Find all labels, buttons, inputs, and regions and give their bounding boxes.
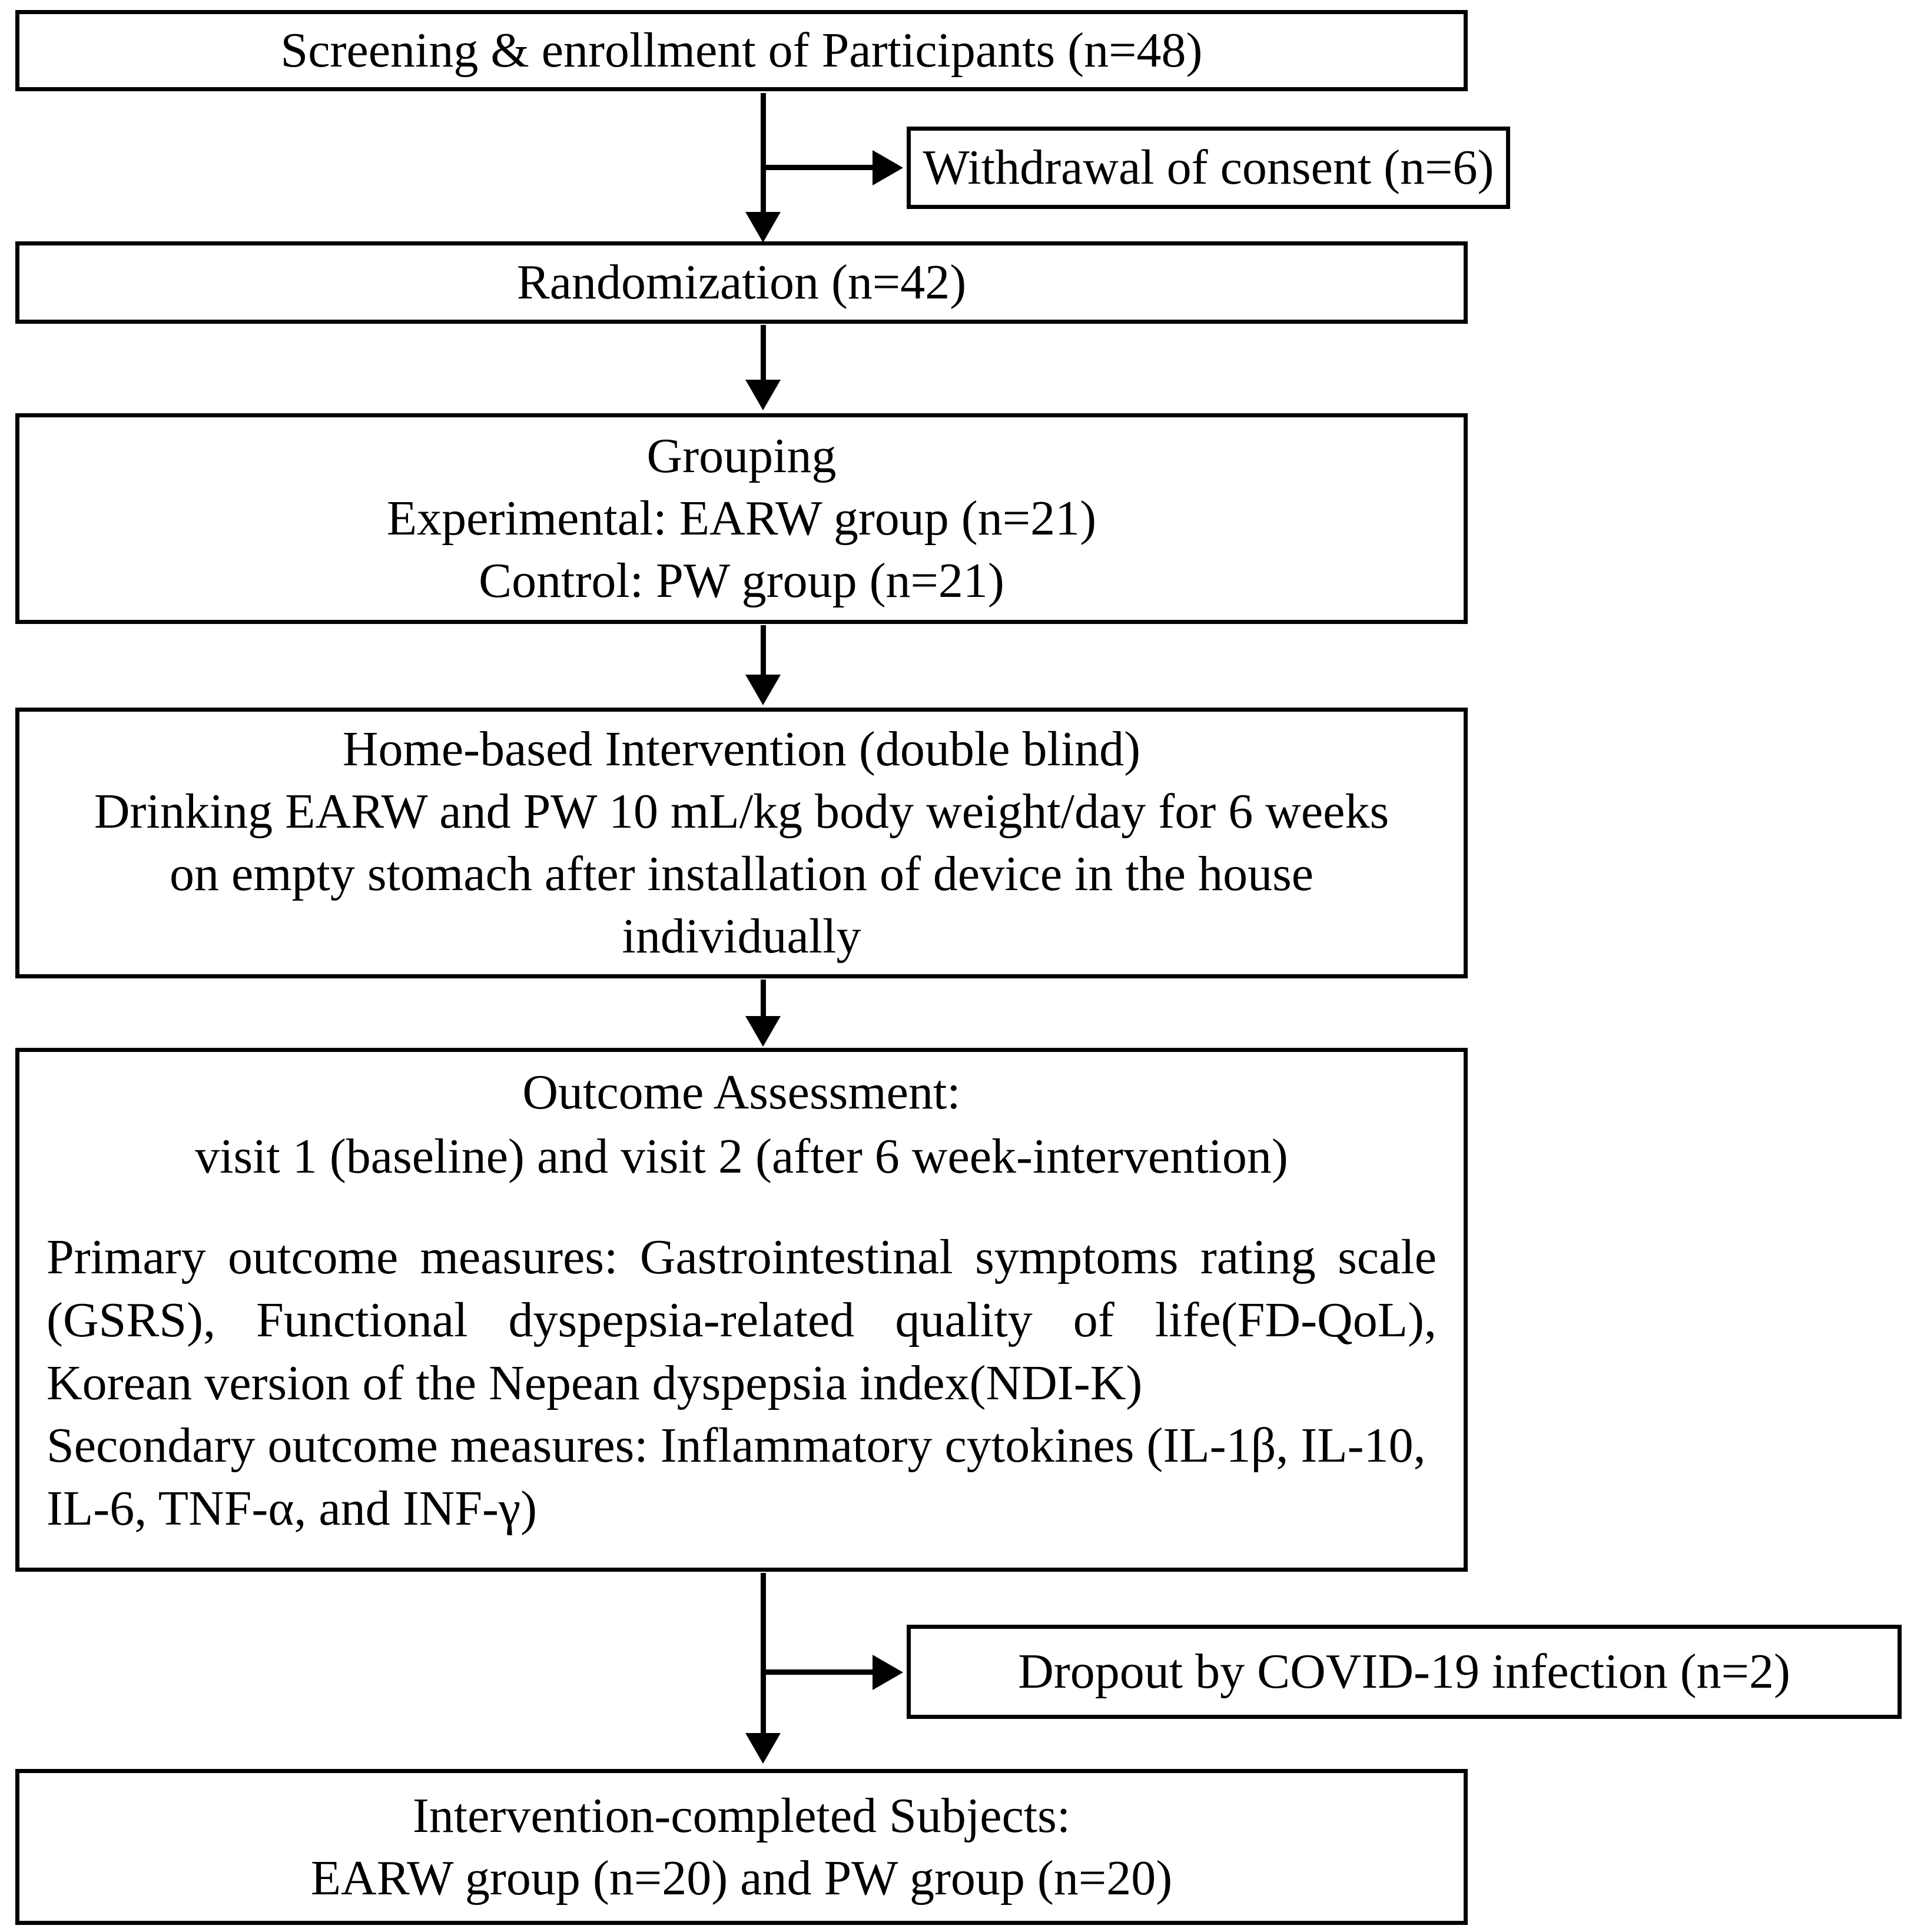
connector-intervention-arrowhead bbox=[745, 1016, 781, 1047]
box-home-based-intervention: Home-based Intervention (double blind) D… bbox=[15, 708, 1468, 978]
box-screening-enrollment: Screening & enrollment of Participants (… bbox=[15, 10, 1468, 91]
box-grouping: Grouping Experimental: EARW group (n=21)… bbox=[15, 413, 1468, 624]
intervention-conditions: on empty stomach after installation of d… bbox=[169, 847, 1314, 901]
connector-randomization-arrowhead bbox=[745, 380, 781, 410]
connector-outcome-vertical bbox=[761, 1573, 766, 1738]
grouping-title: Grouping bbox=[646, 429, 837, 484]
outcome-spacer bbox=[47, 1189, 1437, 1226]
grouping-control: Control: PW group (n=21) bbox=[479, 553, 1004, 608]
connector-grouping-vertical bbox=[761, 625, 766, 679]
intervention-title: Home-based Intervention (double blind) bbox=[342, 722, 1141, 777]
dropout-text: Dropout by COVID-19 infection (n=2) bbox=[1018, 1644, 1790, 1699]
box-randomization: Randomization (n=42) bbox=[15, 241, 1468, 324]
box-intervention-completed-subjects: Intervention-completed Subjects: EARW gr… bbox=[15, 1769, 1468, 1925]
connector-dropout-horizontal bbox=[761, 1669, 878, 1675]
intervention-individually: individually bbox=[622, 908, 861, 964]
grouping-experimental: Experimental: EARW group (n=21) bbox=[386, 491, 1097, 546]
withdrawal-text: Withdrawal of consent (n=6) bbox=[923, 140, 1494, 195]
connector-withdrawal-horizontal bbox=[761, 165, 878, 170]
connector-outcome-arrowhead bbox=[745, 1733, 781, 1764]
connector-intervention-vertical bbox=[761, 980, 766, 1021]
outcome-heading: Outcome Assessment: bbox=[522, 1065, 961, 1120]
intervention-dose: Drinking EARW and PW 10 mL/kg body weigh… bbox=[94, 784, 1389, 839]
final-groups: EARW group (n=20) and PW group (n=20) bbox=[310, 1850, 1173, 1906]
connector-screening-vertical bbox=[761, 93, 766, 235]
connector-dropout-arrowhead bbox=[873, 1655, 903, 1690]
screening-text: Screening & enrollment of Participants (… bbox=[280, 23, 1203, 78]
connector-grouping-arrowhead bbox=[745, 675, 781, 705]
connector-screening-arrowhead bbox=[745, 212, 781, 243]
randomization-text: Randomization (n=42) bbox=[516, 255, 967, 310]
box-dropout-covid: Dropout by COVID-19 infection (n=2) bbox=[907, 1625, 1902, 1719]
outcome-secondary-measures: Secondary outcome measures: Inflammatory… bbox=[47, 1418, 1426, 1536]
outcome-visits: visit 1 (baseline) and visit 2 (after 6 … bbox=[195, 1129, 1288, 1184]
final-title: Intervention-completed Subjects: bbox=[412, 1788, 1071, 1843]
connector-withdrawal-arrowhead bbox=[873, 150, 903, 185]
box-outcome-assessment: Outcome Assessment: visit 1 (baseline) a… bbox=[15, 1048, 1468, 1572]
outcome-primary-measures: Primary outcome measures: Gastrointestin… bbox=[47, 1230, 1437, 1410]
connector-randomization-vertical bbox=[761, 325, 766, 384]
box-withdrawal-of-consent: Withdrawal of consent (n=6) bbox=[907, 127, 1510, 209]
